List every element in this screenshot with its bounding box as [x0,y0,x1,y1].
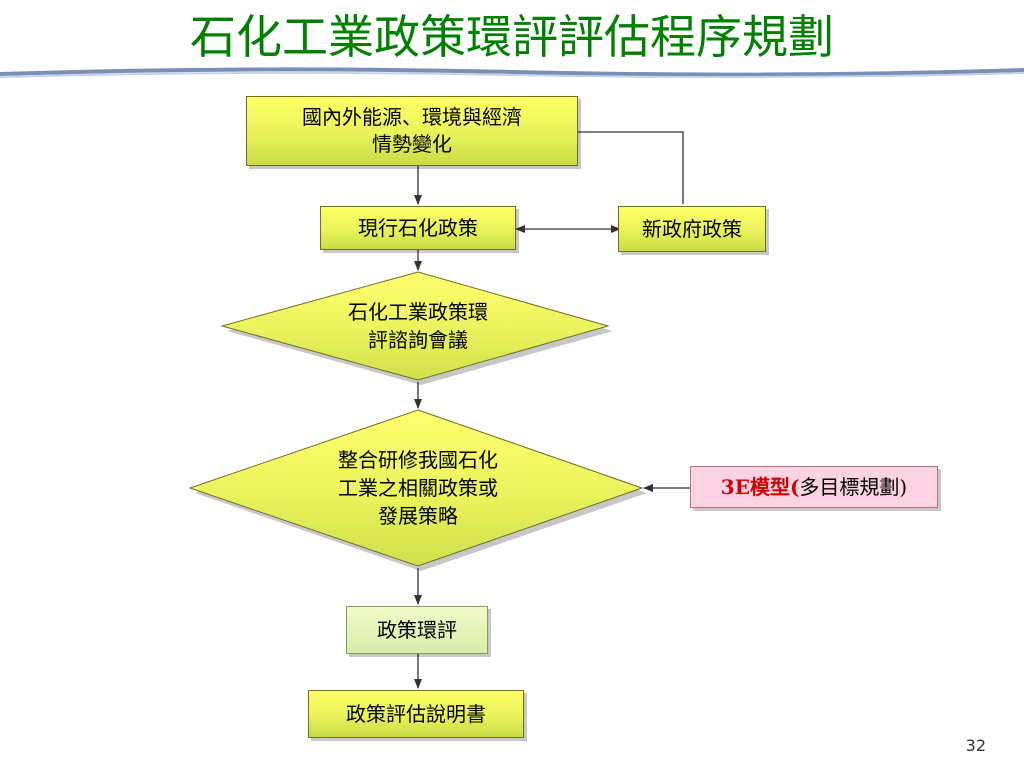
node-trends: 國內外能源、環境與經濟 情勢變化 [246,96,578,166]
node-new-gov-policy-label: 新政府政策 [642,216,742,241]
node-consult-meeting-label: 石化工業政策環 評諮詢會議 [348,300,488,352]
node-new-gov-policy: 新政府政策 [618,206,766,252]
diamond-consult-meeting [220,271,613,385]
node-3e-model: 3E模型(多目標規劃) [690,466,938,508]
node-assessment-report-label: 政策評估說明書 [346,701,486,726]
diamond-integrate-study [188,409,647,571]
node-integrate-study-label: 整合研修我國石化 工業之相關政策或 發展策略 [338,448,498,528]
node-current-policy: 現行石化政策 [320,206,516,250]
node-3e-model-prefix: 3E模型( [720,474,800,499]
node-policy-eia-label: 政策環評 [377,617,457,642]
page-number: 32 [965,736,986,755]
node-trends-label: 國內外能源、環境與經濟 情勢變化 [302,105,522,156]
title-divider [0,67,1024,79]
connector-trends-to-new-policy [578,131,684,204]
node-3e-model-suffix: 多目標規劃) [799,474,908,499]
node-policy-eia: 政策環評 [346,606,488,654]
node-current-policy-label: 現行石化政策 [358,215,478,240]
page-title: 石化工業政策環評評估程序規劃 [190,10,834,64]
node-assessment-report: 政策評估說明書 [308,690,524,738]
